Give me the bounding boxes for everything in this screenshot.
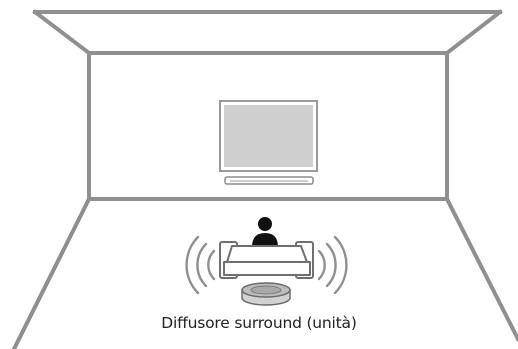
listener-icon [252, 217, 278, 247]
sofa-icon [220, 242, 313, 278]
surround-speaker-caption: Diffusore surround (unità) [0, 314, 518, 332]
sound-wave-left [187, 237, 214, 293]
surround-speaker-unit [242, 283, 290, 305]
tv-screen [224, 105, 313, 167]
front-speaker [225, 177, 313, 184]
ceiling-line-right [447, 12, 500, 53]
sound-wave-right [319, 237, 346, 293]
tv [220, 101, 317, 171]
ceiling-line-left [35, 12, 89, 53]
